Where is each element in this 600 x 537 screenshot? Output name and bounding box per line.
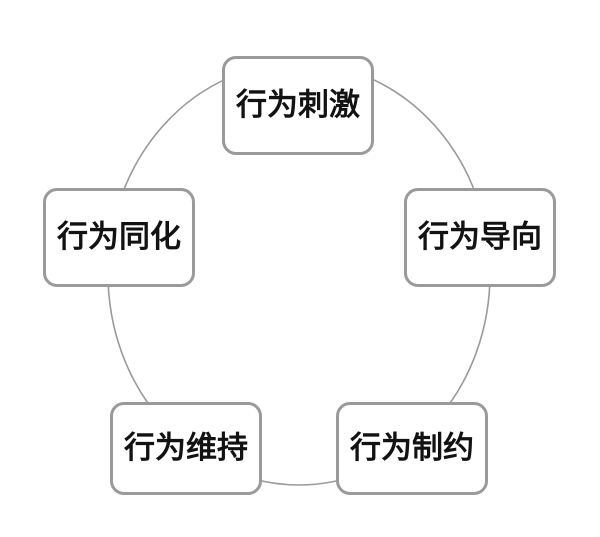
cycle-node-right-label: 行为导向 — [418, 219, 542, 255]
cycle-node-bottom-right[interactable]: 行为制约 — [336, 402, 488, 495]
cycle-node-left[interactable]: 行为同化 — [43, 188, 195, 287]
cycle-node-left-label: 行为同化 — [57, 219, 181, 255]
cycle-node-right[interactable]: 行为导向 — [404, 188, 556, 287]
cycle-node-bottom-right-label: 行为制约 — [350, 430, 474, 466]
cycle-node-top[interactable]: 行为刺激 — [222, 56, 374, 155]
cycle-node-bottom-left[interactable]: 行为维持 — [110, 402, 262, 495]
cycle-node-top-label: 行为刺激 — [236, 87, 360, 123]
cycle-node-bottom-left-label: 行为维持 — [124, 430, 248, 466]
